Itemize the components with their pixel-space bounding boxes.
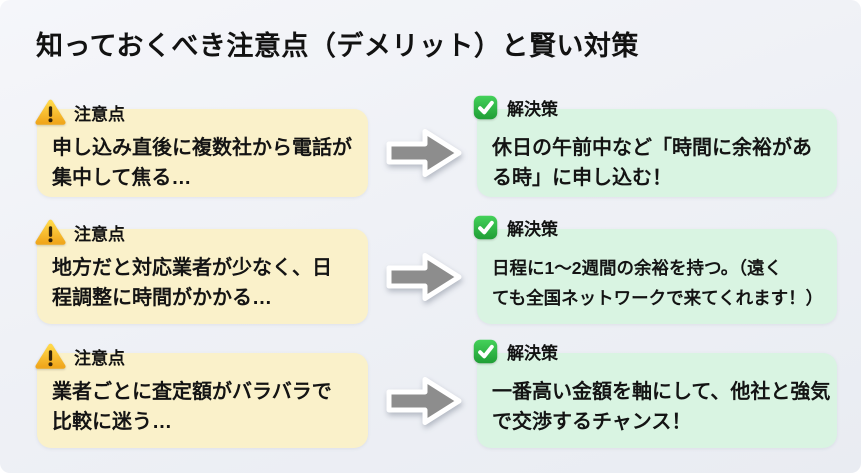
row-2: 注意点 地方だと対応業者が少なく、日 程調整に時間がかかる… 解決策 日程に1〜… <box>0 215 861 324</box>
caution-label: 注意点 <box>74 224 125 244</box>
right-arrow-icon <box>384 248 464 306</box>
check-mark-icon <box>472 338 499 365</box>
warning-triangle-icon <box>35 218 66 246</box>
solution-card: 解決策 休日の午前中など「時間に余裕があ る時」に申し込む！ <box>473 95 837 197</box>
solution-label: 解決策 <box>507 344 558 363</box>
warning-triangle-icon <box>35 342 66 370</box>
right-arrow-icon <box>384 124 464 182</box>
solution-header: 解決策 <box>472 338 558 365</box>
solution-header: 解決策 <box>472 214 558 241</box>
caution-text: 申し込み直後に複数社から電話が 集中して焦る… <box>52 137 352 189</box>
caution-text: 地方だと対応業者が少なく、日 程調整に時間がかかる… <box>52 257 332 309</box>
solution-header: 解決策 <box>472 94 558 121</box>
solution-label: 解決策 <box>507 100 558 119</box>
solution-label: 解決策 <box>507 220 558 239</box>
caution-header: 注意点 <box>35 218 125 246</box>
caution-label: 注意点 <box>74 104 125 124</box>
caution-text: 業者ごとに査定額がバラバラで 比較に迷う… <box>52 381 332 433</box>
caution-header: 注意点 <box>35 342 125 370</box>
row-1: 注意点 申し込み直後に複数社から電話が 集中して焦る… 解決策 休日の午前中など… <box>0 95 861 197</box>
caution-header: 注意点 <box>35 98 125 126</box>
solution-card: 解決策 一番高い金額を軸にして、他社と強気 で交渉するチャンス！ <box>473 339 837 448</box>
caution-label: 注意点 <box>74 348 125 368</box>
solution-text: 日程に1〜2週間の余裕を持つ。（遠く ても全国ネットワークで来てくれます！） <box>492 258 824 308</box>
right-arrow-icon <box>384 372 464 430</box>
page-title: 知っておくべき注意点（デメリット）と賢い対策 <box>36 31 639 61</box>
warning-triangle-icon <box>35 98 66 126</box>
caution-card: 注意点 地方だと対応業者が少なく、日 程調整に時間がかかる… <box>35 219 368 324</box>
row-3: 注意点 業者ごとに査定額がバラバラで 比較に迷う… 解決策 一番高い金額を軸にし… <box>0 339 861 448</box>
solution-card: 解決策 日程に1〜2週間の余裕を持つ。（遠く ても全国ネットワークで来てくれます… <box>473 215 837 324</box>
caution-card: 注意点 申し込み直後に複数社から電話が 集中して焦る… <box>35 99 368 197</box>
solution-text: 休日の午前中など「時間に余裕があ る時」に申し込む！ <box>492 137 812 189</box>
solution-text: 一番高い金額を軸にして、他社と強気 で交渉するチャンス！ <box>492 381 831 433</box>
check-mark-icon <box>472 94 499 121</box>
check-mark-icon <box>472 214 499 241</box>
caution-card: 注意点 業者ごとに査定額がバラバラで 比較に迷う… <box>35 343 368 448</box>
